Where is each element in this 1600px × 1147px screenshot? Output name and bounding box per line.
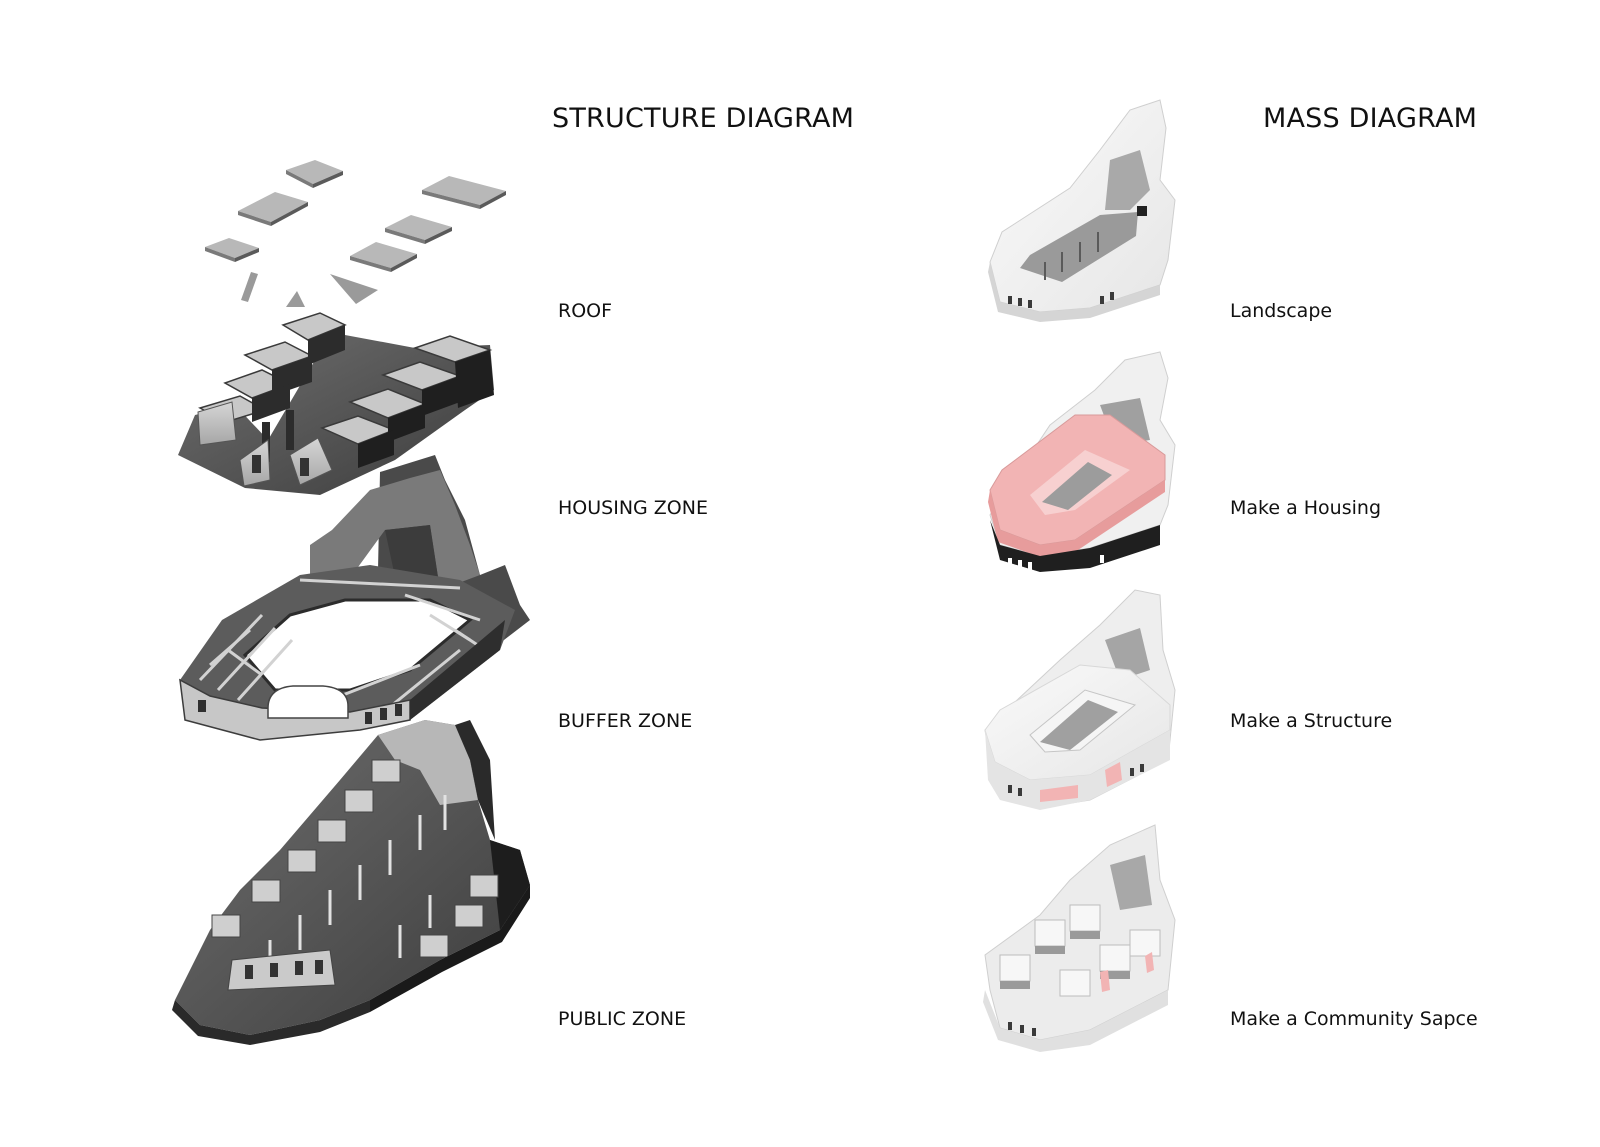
mass-landscape-model (988, 99, 1176, 322)
buffer-zone-label: BUFFER ZONE (558, 710, 693, 732)
make-structure-label: Make a Structure (1230, 710, 1393, 732)
mass-diagram-title: MASS DIAGRAM (1263, 103, 1478, 134)
roof-panel (241, 272, 258, 302)
public-zone-model (172, 720, 530, 1045)
buffer-zone-model (179, 455, 530, 741)
roof-layer (205, 160, 506, 307)
public-zone-label: PUBLIC ZONE (558, 1008, 687, 1030)
make-community-label: Make a Community Sapce (1230, 1008, 1478, 1030)
roof-panel (205, 238, 259, 262)
roof-panel (330, 274, 378, 304)
roof-panel (422, 176, 506, 209)
mass-housing-model (988, 351, 1176, 572)
roof-panel (385, 215, 452, 244)
housing-zone-label: HOUSING ZONE (558, 497, 708, 519)
make-housing-label: Make a Housing (1230, 497, 1382, 519)
roof-panel (238, 192, 308, 226)
roof-panel (350, 242, 417, 272)
roof-label: ROOF (558, 300, 613, 322)
roof-panel (286, 160, 343, 188)
housing-zone-model (178, 312, 494, 495)
roof-panel (286, 291, 305, 307)
landscape-label: Landscape (1230, 300, 1333, 322)
structure-diagram-title: STRUCTURE DIAGRAM (552, 103, 855, 134)
mass-community-model (983, 824, 1176, 1052)
mass-structure-model (984, 589, 1176, 810)
